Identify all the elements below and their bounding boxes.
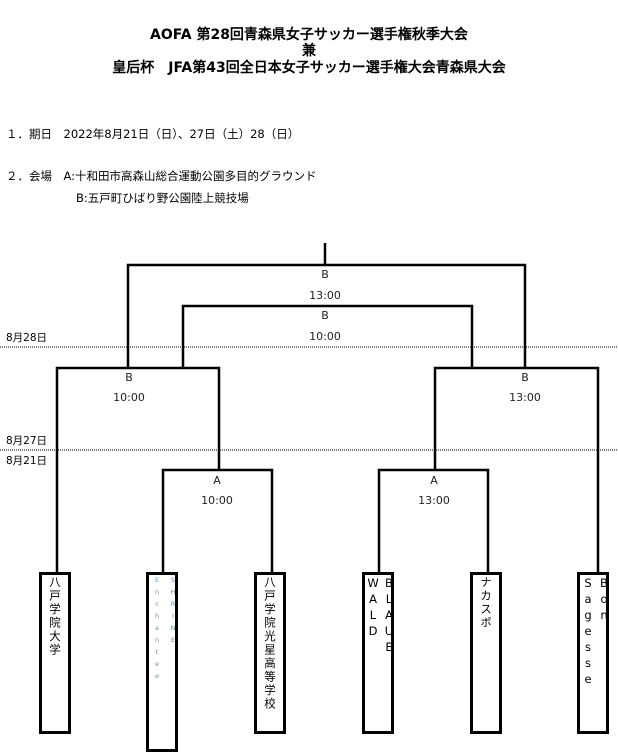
team-name: 八戸学院大学 [48,576,62,657]
semi-left-bracket [55,366,221,572]
r1-right-bracket [377,468,490,572]
team-box: Bon Sagesse [577,572,609,734]
team-name: ナカスポ [479,576,493,630]
semi-right-venue: B [521,371,529,384]
team-box: BLAUE WALD [362,572,394,734]
third-time: 10:00 [309,330,341,343]
team-name: BLAUE WALD [366,576,394,656]
r1-right-time: 13:00 [418,494,450,507]
third-place-bracket [181,304,474,368]
r1-left-bracket [161,468,274,572]
team-name: Bon Sagesse [581,576,609,688]
final-bracket [126,263,527,368]
day-dividers [0,346,618,451]
dates-info: １．期日 2022年8月21日（日）、27日（土）28（日） [6,127,300,141]
team-name: SHRINE Enchantee [153,576,177,684]
final-venue: B [321,268,329,281]
team-box: ナカスポ [470,572,502,734]
title-line-3: 皇后杯 JFA第43回全日本女子サッカー選手権大会青森県大会 [112,60,506,76]
day-label-21: 8月21日 [6,455,48,467]
semi-right-time: 13:00 [509,391,541,404]
third-venue: B [321,309,329,322]
team-box: SHRINE Enchantee [146,572,178,752]
semi-left-venue: B [125,371,133,384]
r1-left-venue: A [213,474,221,487]
r1-left-time: 10:00 [201,494,233,507]
title-line-1: AOFA 第28回青森県女子サッカー選手権秋季大会 [150,27,468,43]
semi-right-bracket [433,366,600,572]
team-box: 八戸学院光星高等学校 [254,572,286,734]
team-box: 八戸学院大学 [39,572,71,734]
team-name: 八戸学院光星高等学校 [263,576,277,711]
venue-b-info: B:五戸町ひばり野公園陸上競技場 [76,191,249,205]
title-line-2: 兼 [302,43,316,59]
final-time: 13:00 [309,289,341,302]
semi-left-time: 10:00 [113,391,145,404]
day-label-28: 8月28日 [6,332,48,344]
r1-right-venue: A [430,474,438,487]
venue-a-info: ２．会場 A:十和田市高森山総合運動公園多目的グラウンド [6,169,317,183]
day-label-27: 8月27日 [6,435,48,447]
